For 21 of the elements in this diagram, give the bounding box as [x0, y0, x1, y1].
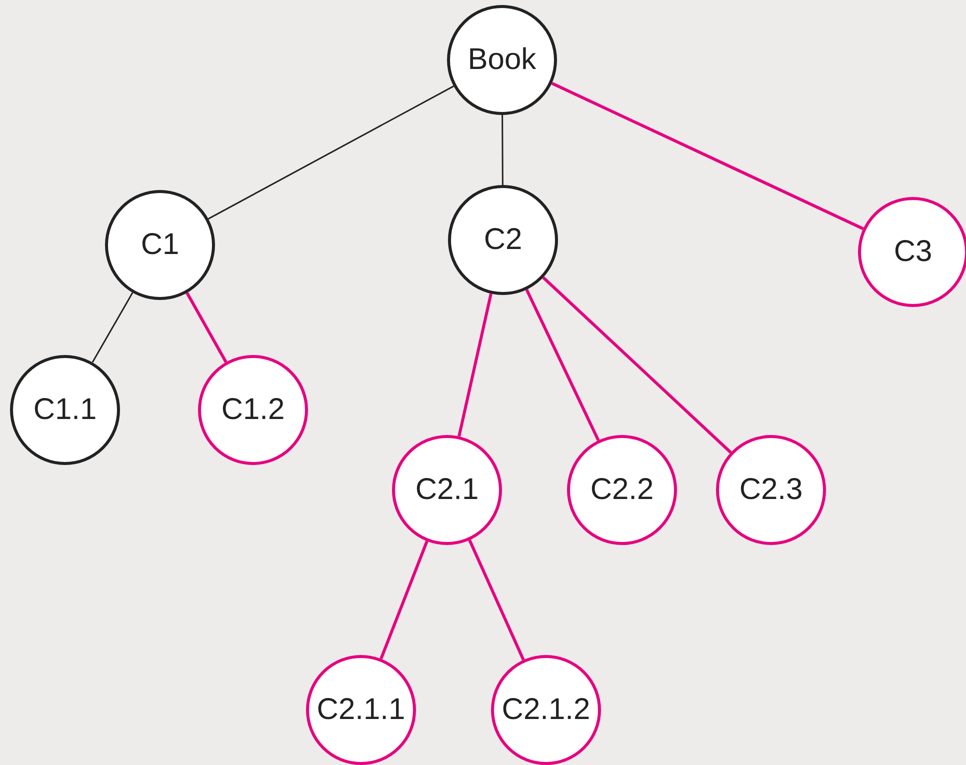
connector-line [380, 540, 428, 660]
connector-line [468, 540, 525, 660]
connector-line [551, 82, 864, 230]
node-label: C2.1.1 [316, 693, 406, 727]
node-label: C1.1 [33, 393, 97, 427]
connector-line [186, 292, 228, 363]
node-label: C1 [140, 228, 180, 262]
node-label: C2.1.2 [502, 693, 590, 727]
connector-line [542, 276, 732, 454]
node-label: C3 [894, 235, 932, 269]
node-label: Book [468, 43, 536, 77]
node-label: C2.2 [590, 473, 654, 507]
connector-line [525, 289, 600, 441]
node-label: C2.3 [739, 473, 803, 507]
connector-line [502, 115, 504, 185]
connector-line [92, 292, 134, 363]
connector-line [458, 293, 492, 437]
connector-line [208, 86, 454, 220]
node-label: C1.2 [221, 393, 285, 427]
node-label: C2.1 [415, 473, 479, 507]
node-label: C2 [484, 223, 522, 257]
